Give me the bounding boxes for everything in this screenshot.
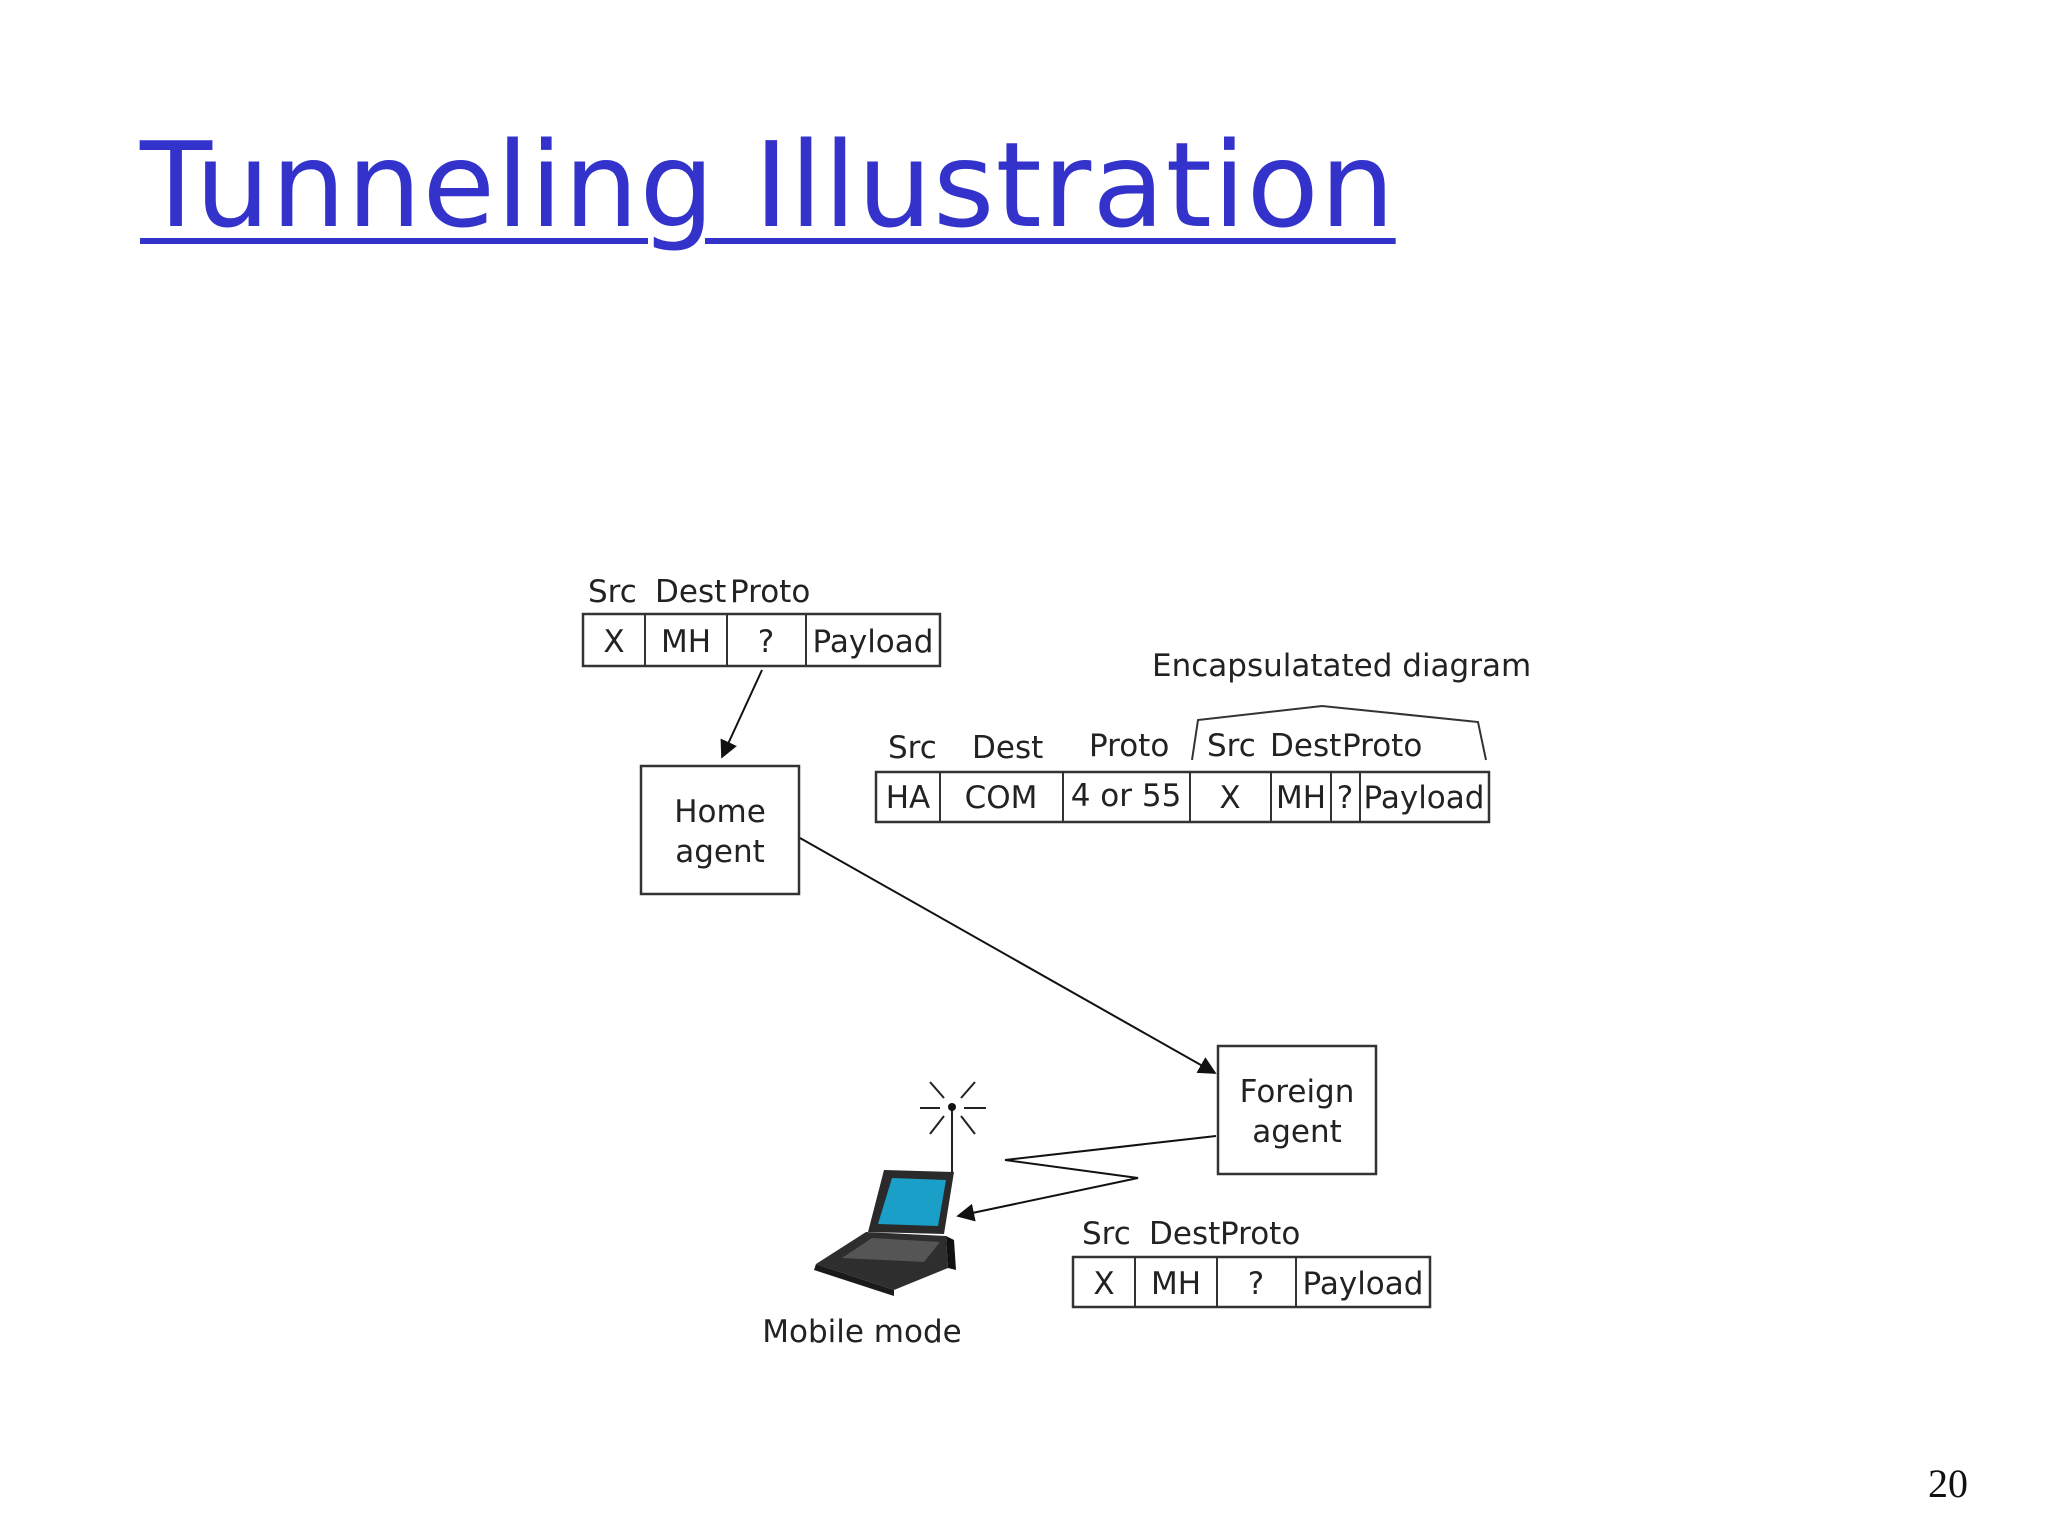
foreign-agent-label-2: agent [1252, 1114, 1342, 1150]
packet-box [1071, 1255, 1432, 1309]
cell-src: X [1093, 1266, 1114, 1302]
enc-cell-com: COM [965, 780, 1038, 816]
encapsulated-packet: Encapsulatated diagram Src Dest Proto Sr… [874, 648, 1531, 824]
cell-dest: MH [661, 624, 711, 660]
packet-top: Src Dest Proto X MH ? Payload [581, 574, 942, 668]
packet-box [581, 612, 942, 668]
outer-header-dest: Dest [972, 730, 1043, 766]
encapsulated-packet-box [874, 770, 1491, 824]
laptop-icon [814, 1081, 986, 1296]
cell-proto: ? [758, 624, 774, 660]
arrow-to-home-agent [720, 669, 763, 759]
cell-dest: MH [1151, 1266, 1201, 1302]
slide-title: Tunneling Illustration [140, 116, 1396, 254]
inner-header-proto: Proto [1342, 728, 1422, 764]
foreign-agent-box: Foreign agent [1216, 1044, 1378, 1176]
enc-cell-mh: MH [1276, 780, 1326, 816]
header-src: Src [588, 574, 637, 610]
home-agent-box: Home agent [639, 764, 801, 896]
tunnel-arrow [799, 837, 1217, 1074]
foreign-agent-label-1: Foreign [1240, 1074, 1355, 1110]
inner-header-src: Src [1207, 728, 1256, 764]
wireless-link-arrow [956, 1135, 1217, 1222]
cell-src: X [603, 624, 624, 660]
packet-bottom: Src Dest Proto X MH ? Payload [1071, 1216, 1432, 1309]
outer-header-proto: Proto [1089, 728, 1169, 764]
inner-header-dest: Dest [1270, 728, 1341, 764]
enc-cell-q: ? [1337, 780, 1353, 816]
enc-cell-ha: HA [886, 780, 931, 816]
cell-proto: ? [1248, 1266, 1264, 1302]
page-number: 20 [1928, 1461, 1968, 1506]
encapsulation-brace [1191, 704, 1487, 761]
enc-cell-payload: Payload [1364, 780, 1485, 816]
enc-cell-proto: 4 or 55 [1071, 778, 1182, 814]
header-dest: Dest [655, 574, 726, 610]
mobile-node-label: Mobile mode [762, 1314, 961, 1350]
header-proto: Proto [1220, 1216, 1300, 1252]
encapsulated-label: Encapsulatated diagram [1152, 648, 1531, 684]
home-agent-label-2: agent [675, 834, 765, 870]
enc-cell-x: X [1219, 780, 1240, 816]
outer-header-src: Src [888, 730, 937, 766]
header-src: Src [1082, 1216, 1131, 1252]
cell-payload: Payload [813, 624, 934, 660]
home-agent-label-1: Home [674, 794, 766, 830]
cell-payload: Payload [1303, 1266, 1424, 1302]
header-proto: Proto [730, 574, 810, 610]
header-dest: Dest [1149, 1216, 1220, 1252]
